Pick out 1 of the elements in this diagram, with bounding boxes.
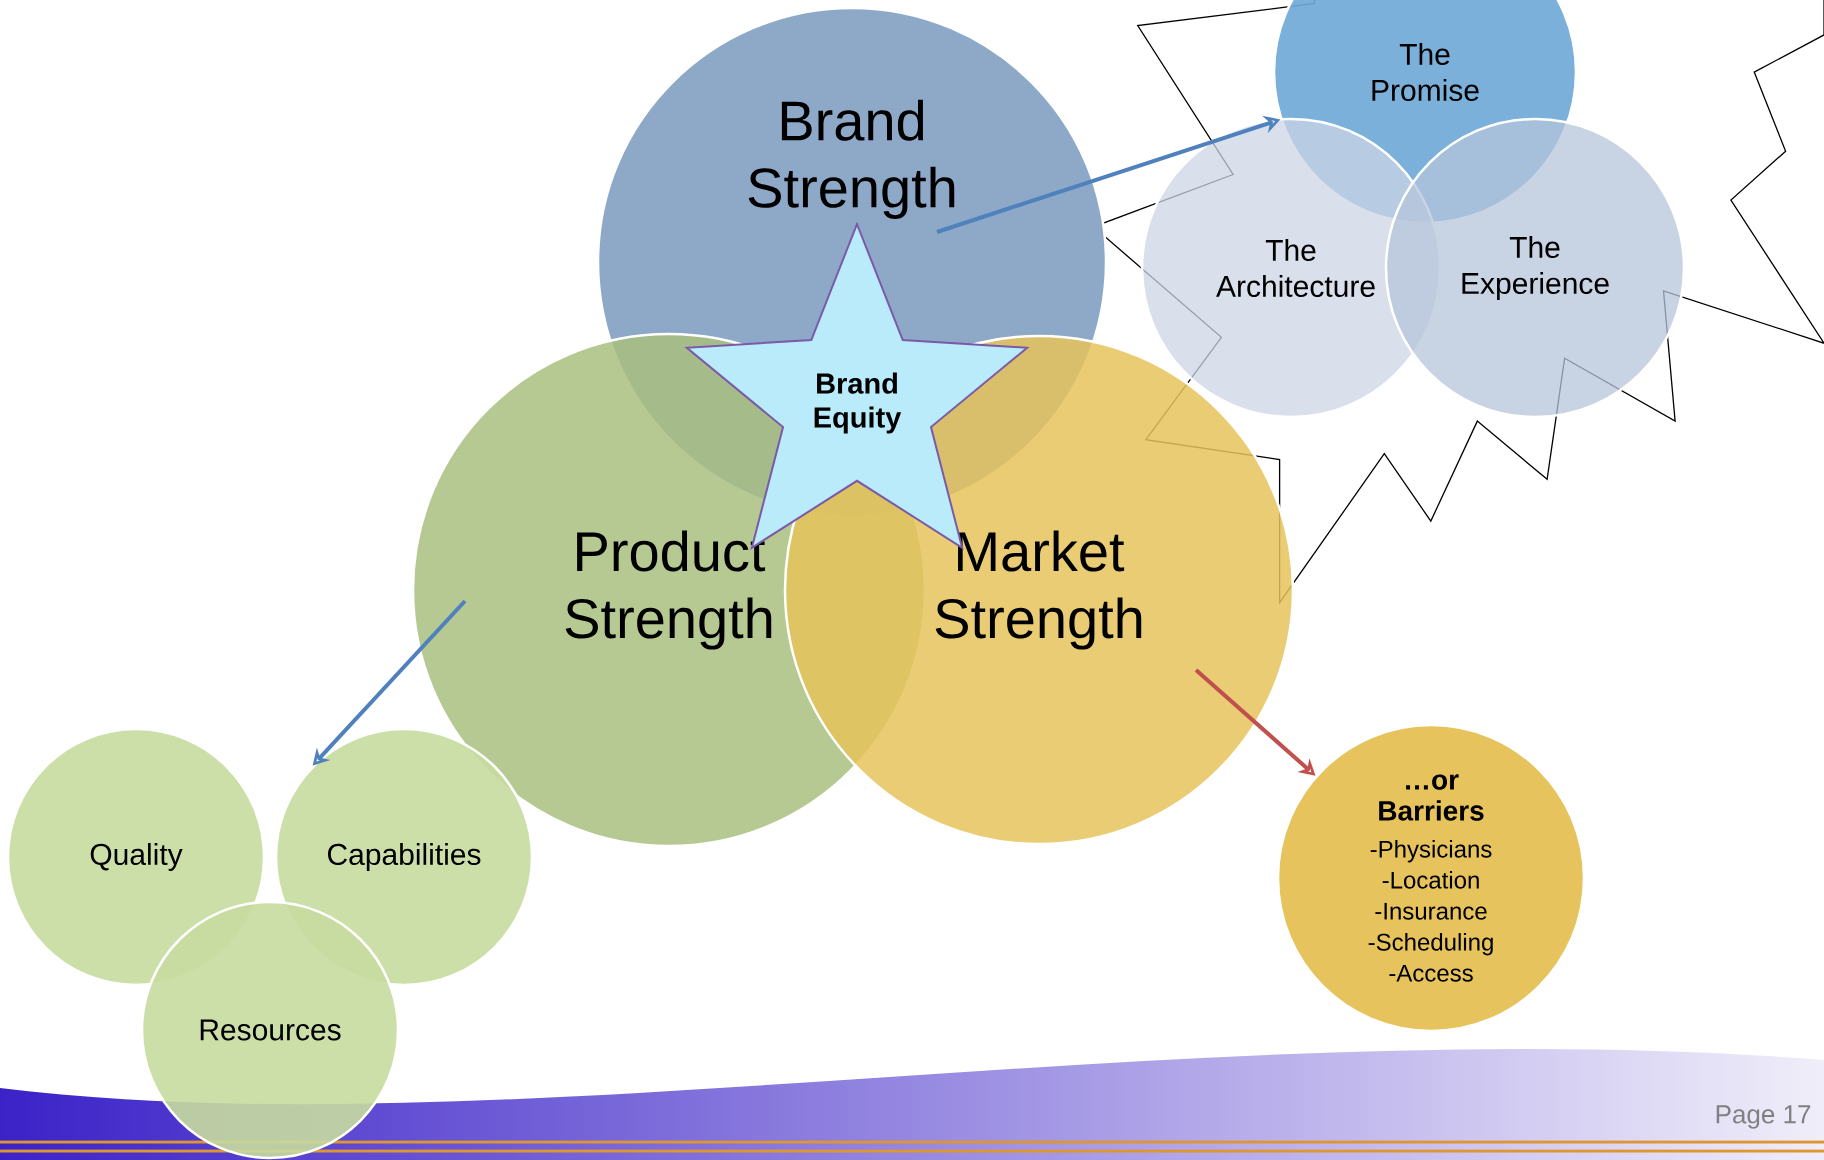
page-number: Page 17	[1716, 1105, 1811, 1129]
